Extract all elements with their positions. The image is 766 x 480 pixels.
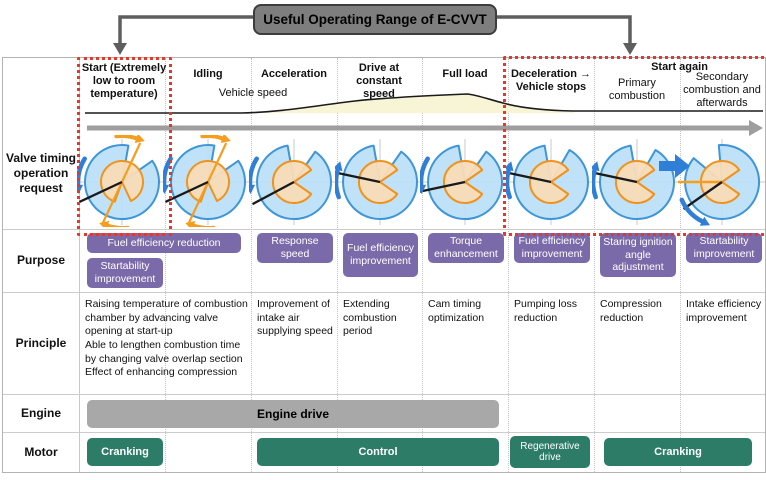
valve-timing-diagram-svg <box>589 139 680 225</box>
valve-diagram-secondary <box>657 135 766 227</box>
column-divider <box>251 58 252 472</box>
valve-diagram-deceleration <box>503 135 596 227</box>
motor-badge-regenerative-drive: Regenerative drive <box>510 436 590 468</box>
purpose-badge-startability-improvement-secondary: Startability improvement <box>686 233 762 263</box>
purpose-badge-fuel-efficiency-reduction: Fuel efficiency reduction <box>87 233 241 253</box>
bracket-down-arrow-left <box>113 43 127 55</box>
phase-shift-arrow <box>659 154 690 178</box>
row-label-principle: Principle <box>15 335 67 350</box>
operating-table: Start (Extremely low to room temperature… <box>2 57 766 473</box>
valve-diagram-primary <box>589 135 682 227</box>
motor-badge-cranking-again: Cranking <box>604 438 752 466</box>
purpose-badge-fuel-efficiency-improvement: Fuel efficiency improvement <box>343 233 418 277</box>
column-divider <box>165 58 166 472</box>
timeline-arrow-head <box>749 120 763 136</box>
row-label-motor: Motor <box>24 444 58 459</box>
row-divider <box>3 292 765 293</box>
valve-timing-diagram-svg <box>73 133 165 231</box>
header-secondary-combustion: Secondary combustion and afterwards <box>683 71 761 109</box>
valve-diagram-acceleration <box>245 135 339 227</box>
valve-diagram-full-load <box>416 135 510 227</box>
valve-timing-diagram-svg <box>659 139 765 226</box>
column-divider <box>680 58 681 472</box>
column-divider <box>337 58 338 472</box>
purpose-badge-fuel-efficiency-improvement-decel: Fuel efficiency improvement <box>514 233 590 263</box>
valve-timing-diagram-svg <box>503 139 594 225</box>
bracket-down-arrow-right <box>623 43 637 55</box>
header-start-again: Start again <box>651 61 708 73</box>
row-label-engine: Engine <box>20 405 61 420</box>
header-start: Start (Extremely low to room temperature… <box>81 62 167 100</box>
column-divider <box>594 58 595 472</box>
principle-start-idling: Raising temperature of combustion chambe… <box>85 298 248 379</box>
valve-timing-diagram-svg <box>245 139 337 225</box>
header-drive-constant: Drive at constant speed <box>356 62 402 100</box>
valve-diagram-start <box>73 133 167 231</box>
row-divider <box>3 432 765 433</box>
row-divider <box>3 229 765 230</box>
principle-deceleration: Pumping loss reduction <box>514 298 578 324</box>
purpose-badge-startability-improvement: Startability improvement <box>87 258 163 288</box>
label-vehicle-speed: Vehicle speed <box>218 87 288 99</box>
engine-drive-bar: Engine drive <box>87 400 499 428</box>
principle-acceleration: Improvement of intake air supplying spee… <box>257 298 333 338</box>
principle-primary: Compression reduction <box>600 298 662 324</box>
valve-timing-diagram-svg <box>416 139 508 225</box>
motor-badge-cranking-start: Cranking <box>87 438 163 466</box>
valve-diagram-idling <box>159 133 253 231</box>
motor-badge-control: Control <box>257 438 499 466</box>
principle-drive-constant: Extending combustion period <box>343 298 397 338</box>
purpose-badge-response-speed: Response speed <box>257 233 333 263</box>
diagram-title: Useful Operating Range of E-CVVT <box>253 4 497 35</box>
header-primary-combustion: Primary combustion <box>608 77 666 102</box>
row-divider <box>3 394 765 395</box>
column-divider <box>422 58 423 472</box>
valve-diagram-drive-constant <box>332 135 425 227</box>
valve-timing-diagram-svg <box>332 139 423 225</box>
column-divider <box>508 58 509 472</box>
valve-timing-diagram-svg <box>159 133 251 231</box>
purpose-badge-torque-enhancement: Torque enhancement <box>428 233 504 263</box>
header-acceleration: Acceleration <box>260 68 328 80</box>
principle-full-load: Cam timing optimization <box>428 298 485 324</box>
header-idling: Idling <box>193 68 223 80</box>
principle-secondary: Intake efficiency improvement <box>686 298 762 324</box>
label-column-divider <box>79 58 80 472</box>
row-label-valve-timing: Valve timing operation request <box>5 150 77 195</box>
row-label-purpose: Purpose <box>16 253 65 267</box>
header-full-load: Full load <box>442 68 488 80</box>
purpose-badge-staring-ignition-angle: Staring ignition angle adjustment <box>600 233 676 277</box>
header-deceleration: Deceleration → Vehicle stops <box>510 68 592 93</box>
